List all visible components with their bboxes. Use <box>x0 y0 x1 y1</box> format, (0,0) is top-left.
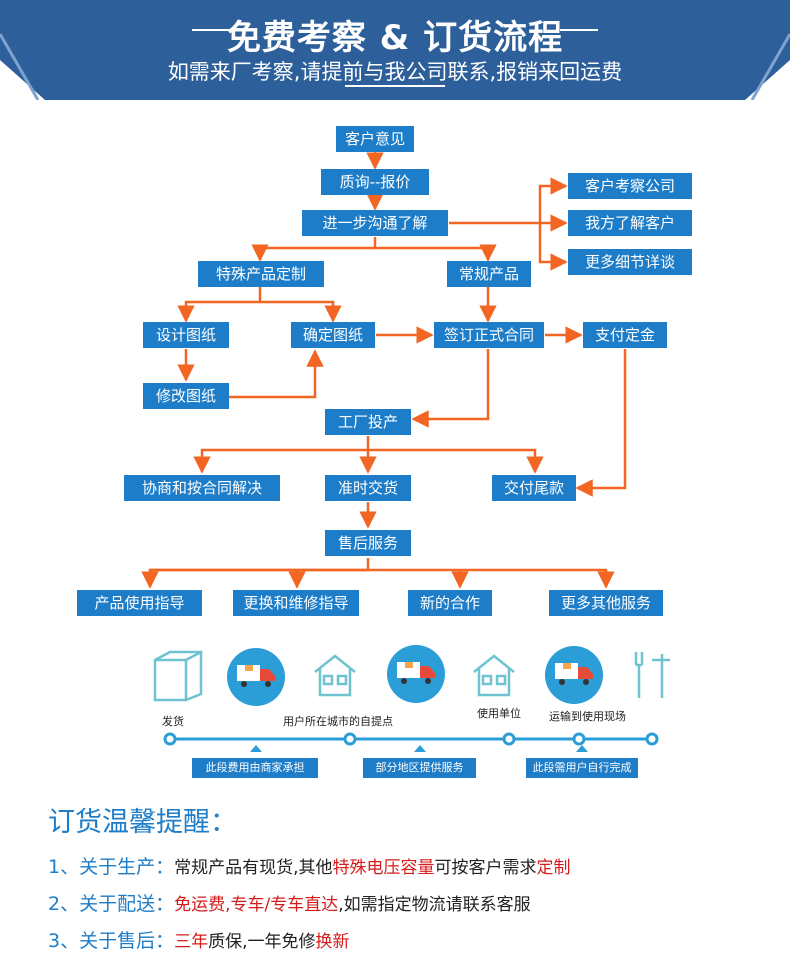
box-replace-repair: 更换和维修指导 <box>233 590 359 616</box>
tip-production-d: 定制 <box>536 858 571 878</box>
delivery-truck-icon <box>545 646 603 704</box>
box-customer-opinion: 客户意见 <box>336 126 414 152</box>
box-more-services: 更多其他服务 <box>549 590 663 616</box>
box-sign-contract: 签订正式合同 <box>434 322 544 348</box>
step-to-site: 运输到使用现场 <box>549 710 626 723</box>
tip-production-a: 常规产品有现货,其他 <box>174 858 333 878</box>
segment-user: 此段需用户自行完成 <box>526 758 638 778</box>
segment-region: 部分地区提供服务 <box>363 758 476 778</box>
page-subtitle: 如需来厂考察,请提前与我公司联系,报销来回运费 <box>167 60 623 84</box>
tip-delivery-key: 2、关于配送： <box>48 893 175 915</box>
box-usage-guide: 产品使用指导 <box>77 590 202 616</box>
box-inquiry-quote: 质询--报价 <box>321 169 429 195</box>
box-on-time-delivery: 准时交货 <box>325 475 411 501</box>
box-modify-drawing: 修改图纸 <box>143 383 229 409</box>
tip-after-sales-key: 3、关于售后： <box>48 930 175 952</box>
box-more-details: 更多细节详谈 <box>568 249 692 275</box>
tip-delivery: 2、关于配送：免运费,专车/专车直达,如需指定物流请联系客服 <box>48 889 531 916</box>
box-pay-balance: 交付尾款 <box>492 475 576 501</box>
box-customer-visits: 客户考察公司 <box>568 173 692 199</box>
house-icon <box>473 654 515 697</box>
box-negotiate-contract: 协商和按合同解决 <box>124 475 280 501</box>
box-pay-deposit: 支付定金 <box>583 322 667 348</box>
box-we-visit-customer: 我方了解客户 <box>568 210 692 236</box>
box-regular-product: 常规产品 <box>447 261 531 287</box>
house-icon <box>314 654 356 697</box>
box-factory-production: 工厂投产 <box>325 409 411 435</box>
tips-title: 订货温馨提醒： <box>48 807 237 838</box>
step-user-unit: 使用单位 <box>477 707 521 720</box>
delivery-truck-icon <box>227 648 285 706</box>
tip-production-key: 1、关于生产： <box>48 856 175 878</box>
tip-after-sales: 3、关于售后：三年质保,一年免修换新 <box>48 926 350 953</box>
box-new-cooperation: 新的合作 <box>408 590 492 616</box>
box-after-sales: 售后服务 <box>325 530 411 556</box>
tip-after-sales-c: 换新 <box>315 932 350 952</box>
step-ship: 发货 <box>162 715 184 728</box>
box-confirm-drawing: 确定图纸 <box>291 322 375 348</box>
tools-icon <box>634 652 670 698</box>
header-banner <box>0 0 790 100</box>
tip-production-b: 特殊电压容量 <box>332 858 435 878</box>
tip-delivery-b: ,如需指定物流请联系客服 <box>338 895 531 915</box>
tip-after-sales-b: 质保,一年免修 <box>208 932 316 952</box>
tip-production-c: 可按客户需求 <box>434 858 537 878</box>
box-further-communication: 进一步沟通了解 <box>302 210 448 236</box>
step-city-pickup: 用户所在城市的自提点 <box>283 715 393 728</box>
box-design-drawing: 设计图纸 <box>143 322 229 348</box>
tip-production: 1、关于生产：常规产品有现货,其他特殊电压容量可按客户需求定制 <box>48 852 571 879</box>
tip-delivery-a: 免运费,专车/专车直达 <box>174 895 339 915</box>
segment-merchant: 此段费用由商家承担 <box>192 758 318 778</box>
tip-after-sales-a: 三年 <box>174 932 209 952</box>
delivery-truck-icon <box>387 645 445 703</box>
package-box-icon <box>153 650 203 702</box>
box-special-product: 特殊产品定制 <box>198 261 324 287</box>
page-title: 免费考察 & 订货流程 <box>226 18 564 58</box>
